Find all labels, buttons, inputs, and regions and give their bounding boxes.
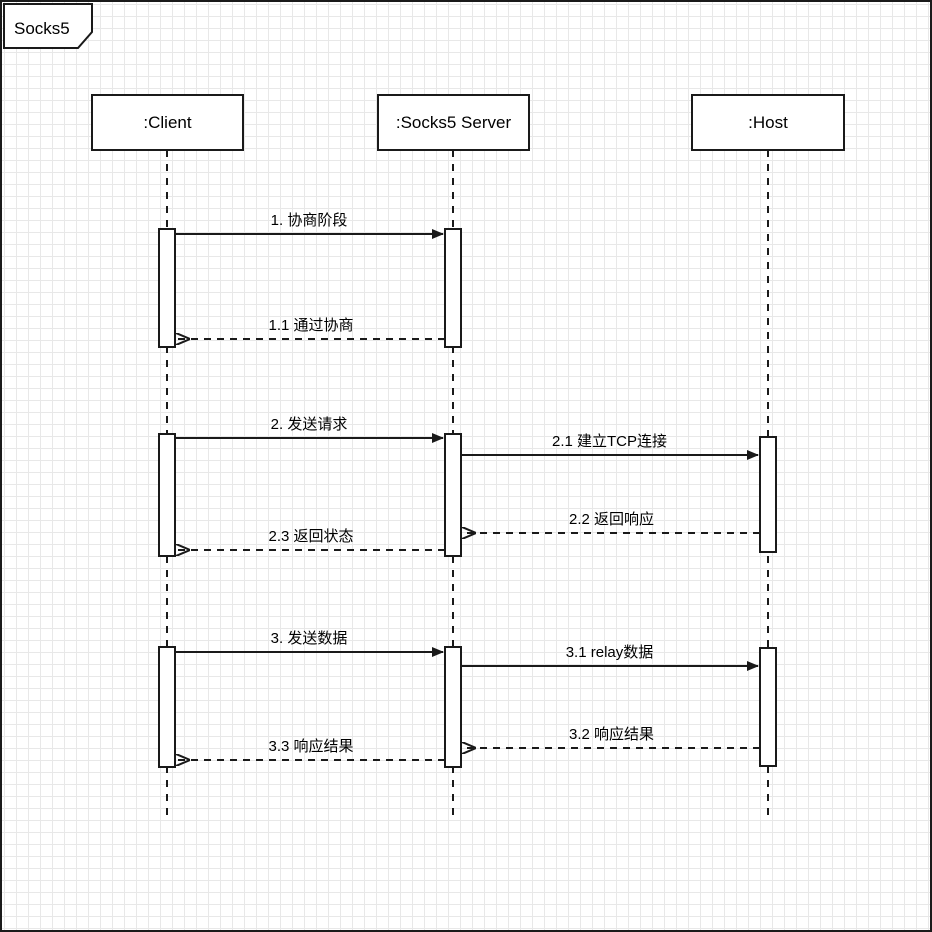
lifeline-head-server[interactable]	[377, 94, 530, 151]
frame-label-tab	[3, 3, 93, 49]
messages-group	[175, 229, 760, 760]
lifeline-head-client[interactable]	[91, 94, 244, 151]
lifeline-head-host[interactable]	[691, 94, 845, 151]
activation-bar-act-host-3[interactable]	[759, 647, 777, 767]
activation-bars-group	[158, 228, 777, 768]
activation-bar-act-client-1[interactable]	[158, 228, 176, 348]
activation-bar-act-client-3[interactable]	[158, 646, 176, 768]
lifelines-group	[91, 94, 845, 822]
activation-bar-act-client-2[interactable]	[158, 433, 176, 557]
diagram-frame	[3, 3, 93, 49]
activation-bar-act-server-2[interactable]	[444, 433, 462, 557]
activation-bar-act-host-2[interactable]	[759, 436, 777, 553]
activation-bar-act-server-1[interactable]	[444, 228, 462, 348]
activation-bar-act-server-3[interactable]	[444, 646, 462, 768]
